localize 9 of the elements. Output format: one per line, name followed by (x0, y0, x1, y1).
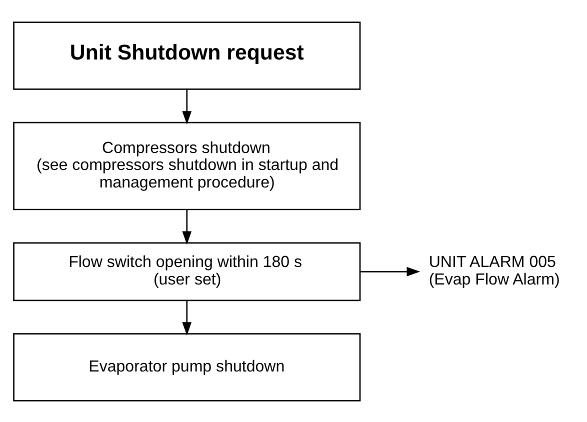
node-box: Unit Shutdown request (13, 21, 361, 90)
node-text: UNIT ALARM 005 (Evap Flow Alarm) (428, 252, 560, 288)
arrow (360, 266, 420, 276)
node-box: Compressors shutdown (see compressors shutdown in startup and management procedure) (13, 121, 361, 210)
arrow (182, 88, 192, 124)
node-box: Flow switch opening within 180 s (user set) (13, 242, 361, 301)
node-box: Evaporator pump shutdown (13, 332, 361, 401)
arrow (182, 300, 192, 335)
arrow (182, 209, 192, 244)
